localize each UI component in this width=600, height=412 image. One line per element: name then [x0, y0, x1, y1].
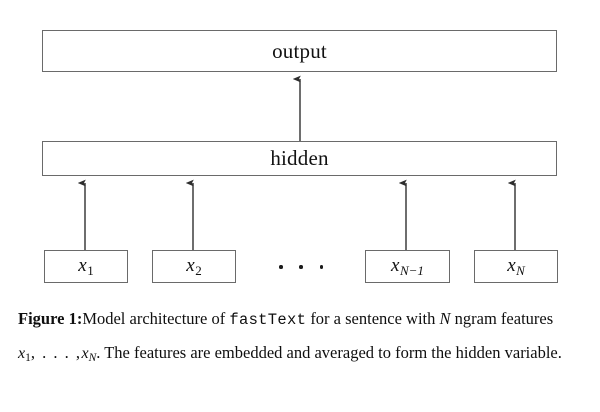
- output-layer-label: output: [272, 38, 327, 63]
- input-node-xN-minus-1-label: xN−1: [391, 255, 424, 278]
- ellipsis-dot: [299, 265, 303, 269]
- figure-caption-text-2: for a sentence with: [306, 309, 440, 328]
- figure-caption-text-4: . The features are embedded and averaged…: [96, 342, 562, 362]
- architecture-diagram: output hidden x1 x2 xN−1 xN: [42, 30, 558, 283]
- output-layer-box: output: [42, 30, 557, 72]
- figure-caption-feature-first: x1: [18, 344, 31, 364]
- ellipsis-dot: [279, 265, 283, 269]
- ellipsis-marker: [279, 258, 323, 276]
- figure-caption-text-1: Model architecture of: [82, 309, 230, 328]
- figure-caption-var-n: N: [439, 309, 451, 328]
- figure-caption-mono-term: fastText: [229, 311, 307, 329]
- input-node-x2: x2: [152, 250, 236, 283]
- figure-caption: Figure 1:Model architecture of fastText …: [18, 303, 574, 374]
- figure-caption-label: Figure 1:: [18, 309, 83, 328]
- input-node-x1: x1: [44, 250, 128, 283]
- input-node-xN-minus-1: xN−1: [365, 250, 450, 283]
- input-node-xN: xN: [474, 250, 558, 283]
- input-node-x2-label: x2: [186, 255, 202, 278]
- figure-caption-feature-last: xN: [81, 344, 97, 364]
- input-node-xN-label: xN: [507, 255, 525, 278]
- hidden-layer-label: hidden: [270, 146, 329, 170]
- hidden-layer-box: hidden: [42, 141, 557, 176]
- figure-caption-text-3: ngram features: [450, 309, 554, 328]
- input-node-x1-label: x1: [78, 255, 94, 278]
- ellipsis-dot: [319, 265, 323, 269]
- figure-caption-feature-dots: , . . . ,: [30, 342, 82, 362]
